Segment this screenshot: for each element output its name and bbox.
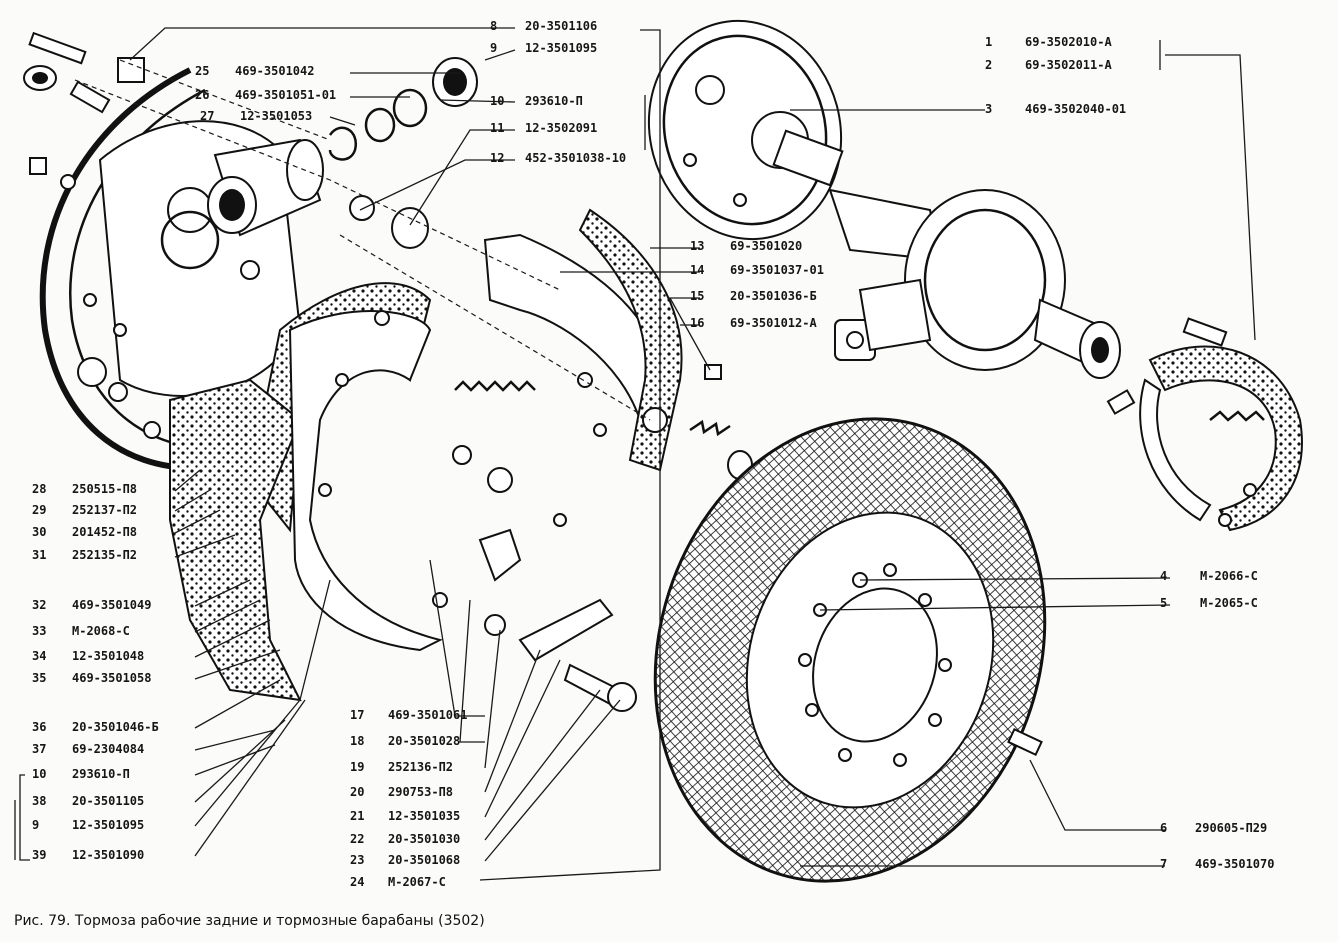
callout-part-code: 12-3501095 [72,818,144,832]
left-brake-shoe [169,282,448,702]
callout-part-code: 469-3501042 [235,64,314,78]
callout-number: 23 [350,853,364,867]
callout-part-code: 20-3501028 [388,734,460,748]
callout-part-code: 20-3501068 [388,853,460,867]
callout-part-code: 290753-П8 [388,785,453,799]
callout-part-code: 252137-П2 [72,503,137,517]
callout-part-code: М-2067-С [388,875,446,889]
upper-backing-plate [647,19,844,241]
callout-part-code: 12-3501048 [72,649,144,663]
callout-part-code: 69-3501020 [730,239,802,253]
callout-part-code: 20-3501046-Б [72,720,159,734]
callout-number: 26 [195,88,209,102]
callout-part-code: 12-3501090 [72,848,144,862]
callout-number: 1 [985,35,992,49]
callout-part-code: 250515-П8 [72,482,137,496]
callout-number: 15 [690,289,704,303]
callout-part-code: 69-2304084 [72,742,144,756]
callout-labels: 1 69-3502010-А 2 69-3502011-А 3 469-3502040-0… [32,19,1274,889]
callout-number: 30 [32,525,46,539]
callout-part-code: 201452-П8 [72,525,137,539]
callout-number: 19 [350,760,364,774]
callout-number: 35 [32,671,46,685]
bleeder-parts [23,31,145,190]
callout-number: 3 [985,102,992,116]
callout-number: 29 [32,503,46,517]
callout-part-code: 69-3502010-А [1025,35,1112,49]
callout-part-code: М-2066-С [1200,569,1258,583]
piston-seals [328,57,478,249]
callout-part-code: 469-3502040-01 [1025,102,1126,116]
callout-number: 14 [690,263,704,277]
callout-number: 31 [32,548,46,562]
callout-part-code: 290605-П29 [1195,821,1267,835]
callout-part-code: М-2065-С [1200,596,1258,610]
callout-part-code: 252136-П2 [388,760,453,774]
callout-number: 7 [1160,857,1167,871]
leader-lines [14,27,1256,881]
callout-number: 24 [350,875,364,889]
callout-part-code: М-2068-С [72,624,130,638]
callout-part-code: 12-3501095 [525,41,597,55]
callout-number: 9 [32,818,39,832]
callout-number: 34 [32,649,46,663]
callout-number: 33 [32,624,46,638]
callout-number: 16 [690,316,704,330]
callout-part-code: 20-3501030 [388,832,460,846]
callout-number: 28 [32,482,46,496]
callout-part-code: 252135-П2 [72,548,137,562]
callout-number: 4 [1160,569,1167,583]
callout-part-code: 69-3501012-А [730,316,817,330]
callout-number: 21 [350,809,364,823]
callout-part-code: 293610-П [72,767,130,781]
callout-number: 20 [350,785,364,799]
right-brake-assembly [1106,317,1303,532]
return-spring [452,380,637,712]
right-brake-shoe [483,208,683,527]
callout-number: 38 [32,794,46,808]
callout-number: 10 [32,767,46,781]
callout-part-code: 20-3501105 [72,794,144,808]
brake-drum [653,417,1047,883]
callout-number: 37 [32,742,46,756]
figure-caption: Рис. 79. Тормоза рабочие задние и тормоз… [14,913,485,929]
callout-number: 13 [690,239,704,253]
callout-number: 10 [490,94,504,108]
callout-number: 5 [1160,596,1167,610]
backing-plate [39,67,302,472]
callout-number: 22 [350,832,364,846]
callout-part-code: 12-3501035 [388,809,460,823]
callout-number: 18 [350,734,364,748]
callout-number: 12 [490,151,504,165]
callout-part-code: 469-3501049 [72,598,151,612]
callout-part-code: 69-3501037-01 [730,263,824,277]
callout-number: 6 [1160,821,1167,835]
callout-part-code: 12-3502091 [525,121,597,135]
callout-part-code: 469-3501051-01 [235,88,336,102]
callout-number: 9 [490,41,497,55]
axle-housing [828,188,1121,379]
callout-part-code: 69-3502011-А [1025,58,1112,72]
wheel-cylinder [207,138,324,237]
adjuster-spring [689,364,753,480]
callout-part-code: 20-3501036-Б [730,289,817,303]
callout-number: 2 [985,58,992,72]
callout-part-code: 469-3501070 [1195,857,1274,871]
callout-part-code: 293610-П [525,94,583,108]
callout-part-code: 12-3501053 [240,109,312,123]
callout-part-code: 20-3501106 [525,19,597,33]
callout-part-code: 452-3501038-10 [525,151,626,165]
callout-part-code: 469-3501058 [72,671,151,685]
callout-number: 17 [350,708,364,722]
callout-number: 25 [195,64,209,78]
callout-number: 36 [32,720,46,734]
callout-number: 27 [200,109,214,123]
callout-number: 39 [32,848,46,862]
callout-number: 32 [32,598,46,612]
callout-number: 11 [490,121,504,135]
callout-part-code: 469-3501061 [388,708,467,722]
callout-number: 8 [490,19,497,33]
